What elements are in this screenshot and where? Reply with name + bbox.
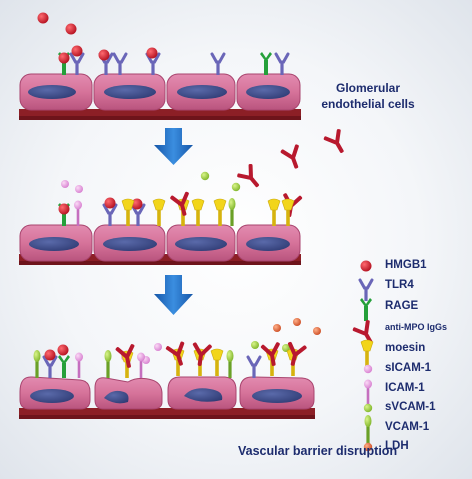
endothelial-cell xyxy=(19,376,91,410)
red-sphere-icon xyxy=(360,260,372,272)
legend-label-svcam1: sVCAM-1 xyxy=(385,401,436,413)
legend-label-hmgb1: HMGB1 xyxy=(385,259,427,271)
nucleus xyxy=(246,85,290,99)
cell-row-disrupted xyxy=(19,340,315,419)
glomerular-label-line1: Glomerular xyxy=(335,81,401,95)
endothelial-cell xyxy=(94,377,163,410)
endothelial-cell xyxy=(167,376,237,410)
endothelial-cell xyxy=(236,73,301,111)
endothelial-cell xyxy=(166,73,236,111)
y-shaped-receptor-icon xyxy=(358,278,374,303)
legend-label-moesin: moesin xyxy=(385,342,426,354)
endothelial-cell xyxy=(239,376,315,410)
endothelial-cell xyxy=(19,73,93,111)
yellow-protein-icon xyxy=(360,339,374,368)
nucleus xyxy=(28,85,76,99)
nucleus xyxy=(104,85,156,99)
cell-row-normal xyxy=(19,12,301,120)
basement-membrane xyxy=(19,109,301,118)
endothelial-cell xyxy=(93,73,166,111)
green-receptor-icon xyxy=(360,298,372,321)
nucleus xyxy=(177,85,227,99)
orange-sphere-icon xyxy=(363,442,373,452)
glomerular-label-line2: endothelial cells xyxy=(321,97,415,111)
legend-label-tlr4: TLR4 xyxy=(385,279,414,291)
barrier-disruption-label: Vascular barrier disruption xyxy=(238,444,398,458)
endothelial-cell xyxy=(19,224,93,262)
glomerular-cells-label: Glomerular endothelial cells xyxy=(298,80,438,112)
pink-receptor-icon xyxy=(364,379,372,405)
cell-row-activated xyxy=(19,190,304,265)
pink-sphere-icon xyxy=(363,364,373,374)
green-sphere-icon xyxy=(363,403,373,413)
legend-label-icam1: ICAM-1 xyxy=(385,382,425,394)
legend-label-anti-mpo: anti-MPO IgGs xyxy=(385,322,448,332)
endothelial-cell xyxy=(236,224,301,262)
endothelial-cell xyxy=(166,224,236,262)
legend-icons xyxy=(351,260,381,452)
basement-membrane xyxy=(19,408,315,417)
down-arrow-icon xyxy=(154,128,193,165)
legend-label-ldh: LDH xyxy=(385,440,409,452)
green-stalk-receptor-icon xyxy=(364,415,372,443)
endothelial-cell xyxy=(93,224,166,262)
down-arrow-icon xyxy=(154,275,193,315)
legend-label-rage: RAGE xyxy=(385,300,419,312)
legend-label-sicam1: sICAM-1 xyxy=(385,362,432,374)
legend-label-vcam1: VCAM-1 xyxy=(385,421,430,433)
